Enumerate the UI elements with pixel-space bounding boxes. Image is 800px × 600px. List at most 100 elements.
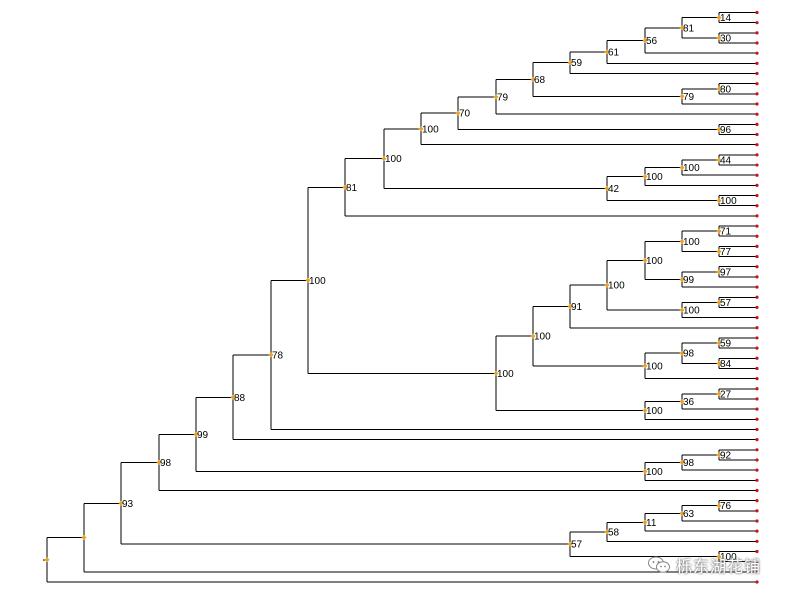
support-label: 100 (646, 467, 663, 478)
tip-marker (755, 336, 759, 340)
tip-marker (755, 234, 759, 238)
support-label: 63 (683, 509, 695, 520)
node-marker (716, 198, 722, 204)
support-label: 96 (720, 125, 732, 136)
node-marker (118, 500, 124, 506)
node-marker (716, 391, 722, 397)
tip-marker (755, 438, 759, 442)
node-marker (493, 94, 499, 100)
node-marker (567, 303, 573, 309)
support-label: 30 (720, 33, 732, 44)
support-label: 57 (720, 298, 732, 309)
support-label: 100 (683, 163, 700, 174)
tip-marker (755, 529, 759, 533)
node-marker (530, 333, 536, 339)
tip-marker (755, 41, 759, 45)
support-label: 56 (646, 36, 658, 47)
node-marker (567, 60, 573, 66)
node-marker (381, 156, 387, 162)
tip-marker (755, 570, 759, 574)
support-label: 80 (720, 84, 732, 95)
support-label: 79 (497, 92, 509, 103)
node-marker (193, 431, 199, 437)
node-marker (44, 557, 50, 563)
tip-marker (755, 448, 759, 452)
support-label: 93 (122, 499, 134, 510)
tip-marker (755, 295, 759, 299)
node-marker (604, 282, 610, 288)
tip-marker (755, 21, 759, 25)
tip-marker (755, 549, 759, 554)
tip-marker (755, 397, 759, 401)
tip-markers (755, 10, 759, 584)
node-marker (716, 360, 722, 366)
node-marker (268, 352, 274, 358)
support-label: 71 (720, 227, 732, 238)
support-label: 59 (571, 58, 583, 69)
node-marker (642, 37, 648, 43)
support-label: 14 (720, 13, 732, 24)
support-label: 99 (197, 430, 209, 441)
tip-marker (755, 509, 759, 513)
tip-marker (755, 153, 759, 157)
tree-branches (43, 12, 757, 583)
support-label: 61 (608, 47, 620, 58)
support-label: 100 (608, 281, 625, 292)
tip-marker (755, 366, 759, 371)
support-label: 81 (346, 183, 358, 194)
node-marker (679, 276, 685, 282)
node-marker (567, 541, 573, 547)
node-marker (418, 126, 424, 132)
tip-marker (755, 163, 759, 167)
tip-marker (755, 173, 759, 177)
node-marker (716, 299, 722, 305)
node-marker (716, 340, 722, 346)
node-marker (679, 25, 685, 31)
tip-marker (755, 112, 759, 116)
support-label: 11 (646, 518, 657, 529)
node-marker (679, 350, 685, 356)
tip-marker (755, 265, 759, 269)
tip-marker (755, 326, 759, 330)
tip-marker (755, 102, 759, 106)
tip-marker (755, 356, 759, 360)
tip-marker (755, 417, 759, 421)
tip-marker (755, 407, 759, 411)
tip-marker (755, 468, 759, 472)
support-label: 100 (646, 256, 663, 267)
node-marker (530, 77, 536, 83)
node-marker (642, 363, 648, 369)
node-marker (716, 452, 722, 458)
tip-marker (755, 539, 759, 543)
tip-marker (755, 71, 759, 76)
node-marker (493, 370, 499, 376)
support-label: 100 (720, 196, 737, 207)
node-markers (44, 15, 722, 563)
support-label: 27 (720, 389, 732, 400)
node-marker (716, 15, 722, 21)
support-label: 84 (720, 359, 732, 370)
tip-marker (755, 427, 759, 432)
tip-marker (755, 224, 759, 228)
node-marker (679, 398, 685, 404)
support-label: 44 (720, 155, 732, 166)
support-labels: 1430815661598079687996701004410010010042… (122, 13, 737, 563)
node-marker (716, 269, 722, 275)
support-label: 100 (683, 237, 700, 248)
support-label: 100 (497, 369, 514, 380)
tip-marker (755, 143, 759, 147)
node-marker (716, 126, 722, 132)
support-label: 100 (309, 276, 326, 287)
node-marker (604, 186, 610, 192)
tip-marker (755, 346, 759, 350)
tip-marker (755, 387, 759, 391)
support-label: 100 (646, 406, 663, 417)
support-label: 91 (571, 302, 583, 313)
tip-marker (755, 61, 759, 65)
support-label: 100 (683, 305, 700, 316)
node-marker (81, 535, 87, 541)
tip-marker (755, 92, 759, 96)
node-marker (679, 307, 685, 313)
support-label: 92 (720, 450, 732, 461)
